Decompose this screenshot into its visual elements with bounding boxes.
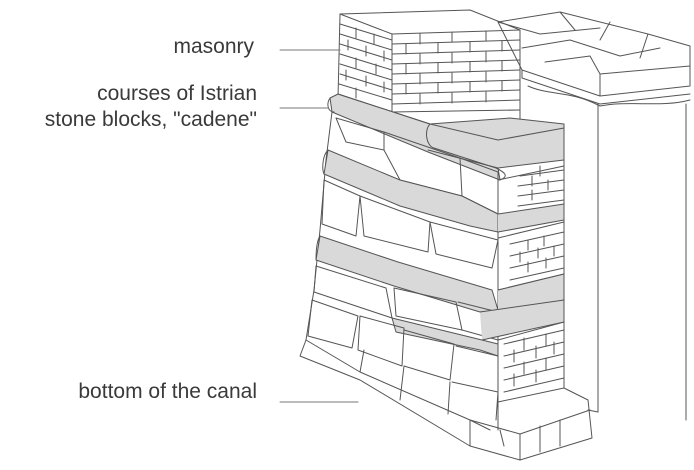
label-cadene: courses of Istrian stone blocks, "cadene… [45,81,257,133]
label-cadene-line2: stone blocks, "cadene" [44,108,257,131]
side-brick-face [479,123,565,403]
pavement-slabs [497,11,691,107]
masonry-front-bricks [338,23,393,101]
label-masonry: masonry [173,35,254,58]
footing-base [299,339,593,461]
masonry-side-bricks [391,30,521,113]
label-bottom-of-canal: bottom of the canal [78,380,257,403]
label-cadene-line1: courses of Istrian [97,82,257,105]
ground-section [587,103,687,421]
front-stone-face [305,111,499,431]
masonry-tower [337,9,521,121]
